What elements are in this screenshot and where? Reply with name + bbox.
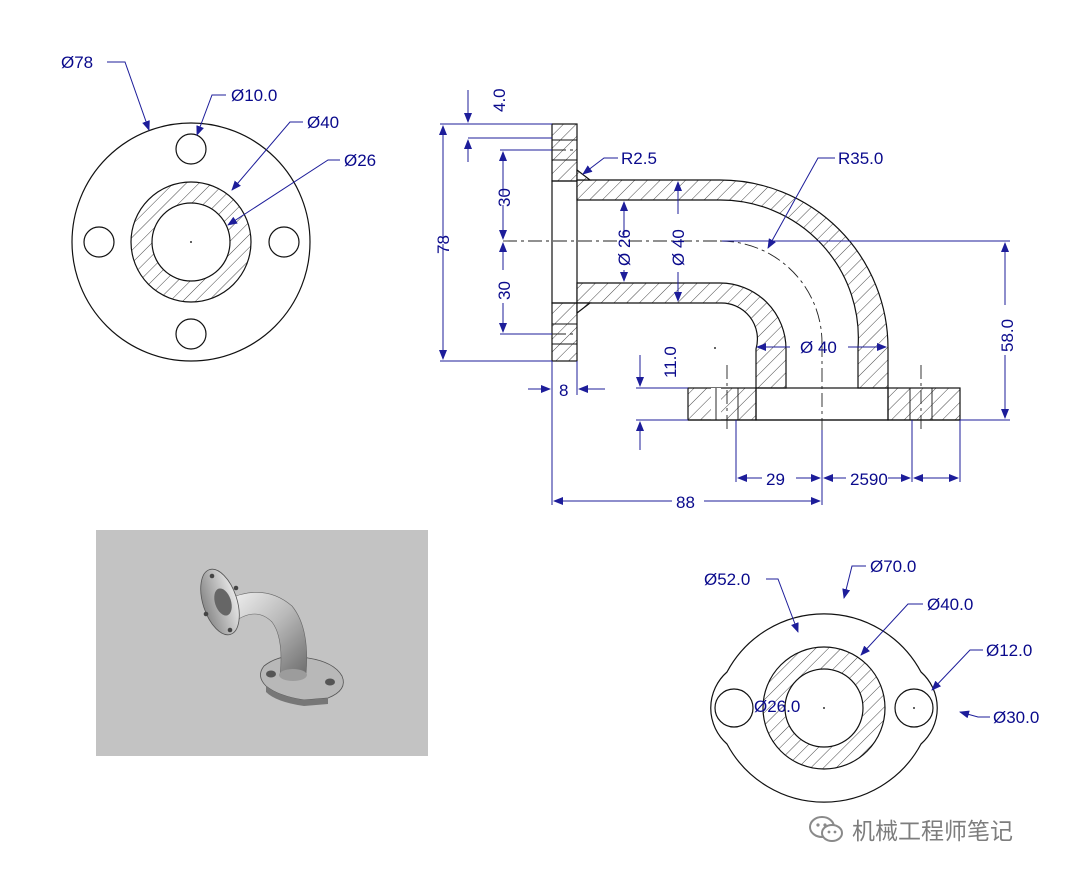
dim-hole-spacing: 29	[766, 470, 785, 489]
dim-bore-diameter: Ø 26	[615, 229, 634, 266]
dim-pipe-outer-diameter: Ø40	[307, 113, 339, 132]
dim-offset-height: 58.0	[998, 319, 1017, 352]
dim-bolt-hole-diameter: Ø10.0	[231, 86, 277, 105]
elbow-3d-render-image	[200, 568, 344, 706]
render-3d-panel	[96, 530, 428, 756]
dim-base-hole-diameter: Ø12.0	[986, 641, 1032, 660]
watermark: 机械工程师笔记	[808, 812, 1013, 846]
dim-flange-thickness: 4.0	[490, 88, 509, 112]
base-pipe-wall	[762, 646, 886, 770]
dim-base-pipe-outer: Ø40.0	[927, 595, 973, 614]
base-bolt-hole	[714, 688, 754, 728]
base-section-left	[687, 387, 757, 421]
dim-overlapping-label: 2590	[850, 470, 888, 489]
dim-base-pipe-inner: Ø26.0	[754, 697, 800, 716]
flange-bolt-hole	[175, 318, 207, 350]
dim-vertical-leg-diameter: Ø 40	[800, 338, 837, 357]
dim-total-height: 78	[434, 235, 453, 254]
elbow-section-view: 4.0 R2.5 R35.0 78 30 30 Ø 26 Ø 40	[434, 88, 1017, 512]
flange-bolt-hole	[83, 226, 115, 258]
wechat-icon	[809, 816, 843, 842]
base-bolt-hole	[894, 688, 934, 728]
watermark-text: 机械工程师笔记	[852, 819, 1013, 845]
dim-base-outer-diameter: Ø70.0	[870, 557, 916, 576]
flange-section-upper	[551, 123, 578, 182]
dim-base-boss-diameter: Ø52.0	[704, 570, 750, 589]
dim-base-lug-radius: Ø30.0	[993, 708, 1039, 727]
dim-flange-outer-diameter: Ø78	[61, 53, 93, 72]
dim-fillet-radius: R2.5	[621, 149, 657, 168]
elbow-inner-wall	[576, 282, 787, 389]
flange-bolt-hole	[268, 226, 300, 258]
base-flange-outline	[710, 613, 938, 803]
base-section-right	[887, 387, 961, 421]
flange-pipe-wall	[130, 181, 252, 303]
base-flange-top-view: Ø52.0 Ø70.0 Ø40.0 Ø12.0 Ø26.0 Ø30.0	[704, 557, 1039, 803]
dim-base-thickness: 11.0	[661, 346, 680, 378]
dim-pipe-inner-diameter: Ø26	[344, 151, 376, 170]
dim-lower-bolt-offset: 30	[495, 281, 514, 300]
dim-pipe-diameter: Ø 40	[669, 229, 688, 266]
flange-outer-circle	[71, 122, 311, 362]
dim-upper-bolt-offset: 30	[495, 188, 514, 207]
flange-section-lower	[551, 302, 578, 362]
dim-bend-radius: R35.0	[838, 149, 883, 168]
dim-flange-wall: 8	[559, 381, 568, 400]
flange-bolt-hole	[175, 133, 207, 165]
dim-overall-length: 88	[676, 493, 695, 512]
flange-front-view: Ø78 Ø10.0 Ø40 Ø26	[61, 53, 376, 362]
